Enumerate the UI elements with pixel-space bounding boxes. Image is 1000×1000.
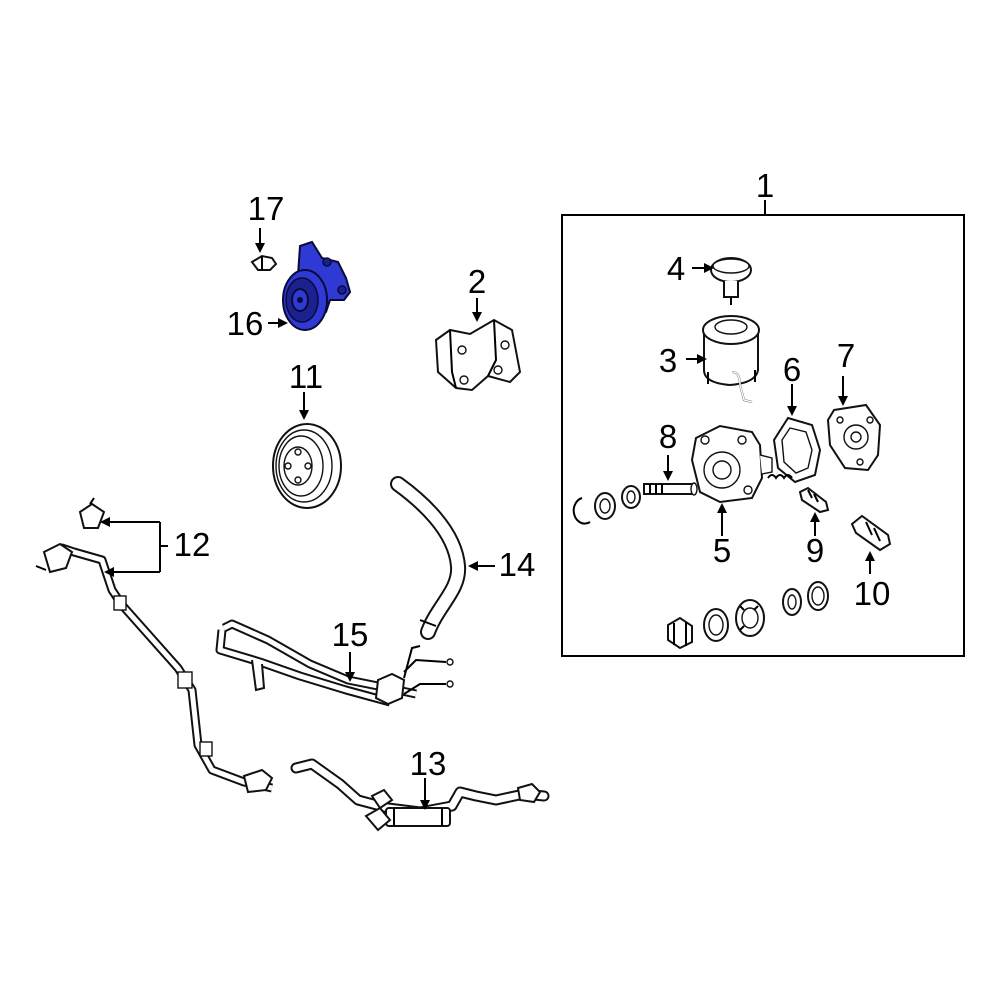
callout-5[interactable]: 5 [713,532,731,569]
pump-assembly-group: 1 4 3 6 [561,167,965,657]
part-10-fitting[interactable] [850,514,892,552]
part-2-bracket[interactable] [434,318,522,392]
callout-3[interactable]: 3 [659,342,677,379]
callout-7[interactable]: 7 [837,337,855,374]
callout-9[interactable]: 9 [806,532,824,569]
part-4-reservoir-cap[interactable] [710,257,752,305]
spring-part [767,474,793,480]
part-14-hose[interactable] [390,476,467,640]
part-7-cover[interactable] [826,403,882,472]
callout-13[interactable]: 13 [410,745,447,782]
part-13-cooler-tube[interactable] [290,758,550,832]
callout-15[interactable]: 15 [332,616,369,653]
part-6-gasket[interactable] [772,416,822,484]
bottom-row-parts [667,581,829,650]
callout-4[interactable]: 4 [667,250,685,287]
assembly-box [561,214,965,657]
part-11-pulley[interactable] [272,423,342,509]
part-15-return-tube[interactable] [215,619,454,707]
part-3-reservoir[interactable] [702,315,760,403]
callout-10[interactable]: 10 [854,575,891,612]
seal-rings [572,485,641,525]
callout-11[interactable]: 11 [289,358,323,395]
part-5-pump-body[interactable] [690,424,773,504]
callout-16[interactable]: 16 [227,305,264,342]
part-9-valve[interactable] [798,486,830,514]
callout-8[interactable]: 8 [659,418,677,455]
callout-1[interactable]: 1 [756,167,774,204]
callout-2[interactable]: 2 [468,263,486,300]
part-8-shaft[interactable] [643,482,698,496]
callout-12[interactable]: 12 [174,526,211,563]
callout-17[interactable]: 17 [248,190,285,227]
callout-6[interactable]: 6 [783,351,801,388]
part-16-highlighted-pulley[interactable] [282,240,352,331]
part-12-pressure-line[interactable] [35,497,274,794]
callout-14[interactable]: 14 [499,546,536,583]
part-17-bolt[interactable] [250,254,278,271]
